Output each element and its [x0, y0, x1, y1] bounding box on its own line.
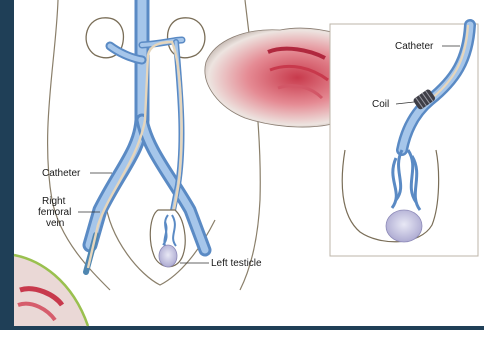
label-right-femoral-vein-line3: vein	[46, 218, 64, 229]
label-coil: Coil	[372, 99, 389, 110]
corner-photo	[14, 255, 88, 326]
inset-testicle	[386, 210, 422, 242]
label-right-femoral-vein-line1: Right	[42, 196, 66, 207]
frame-bottom-line	[0, 326, 484, 330]
label-catheter: Catheter	[42, 168, 81, 179]
left-testicle	[159, 245, 177, 267]
label-right-femoral-vein-line2: femoral	[38, 207, 71, 218]
label-inset-catheter: Catheter	[395, 41, 434, 52]
label-left-testicle: Left testicle	[211, 258, 262, 269]
frame-left-strip	[0, 0, 14, 330]
